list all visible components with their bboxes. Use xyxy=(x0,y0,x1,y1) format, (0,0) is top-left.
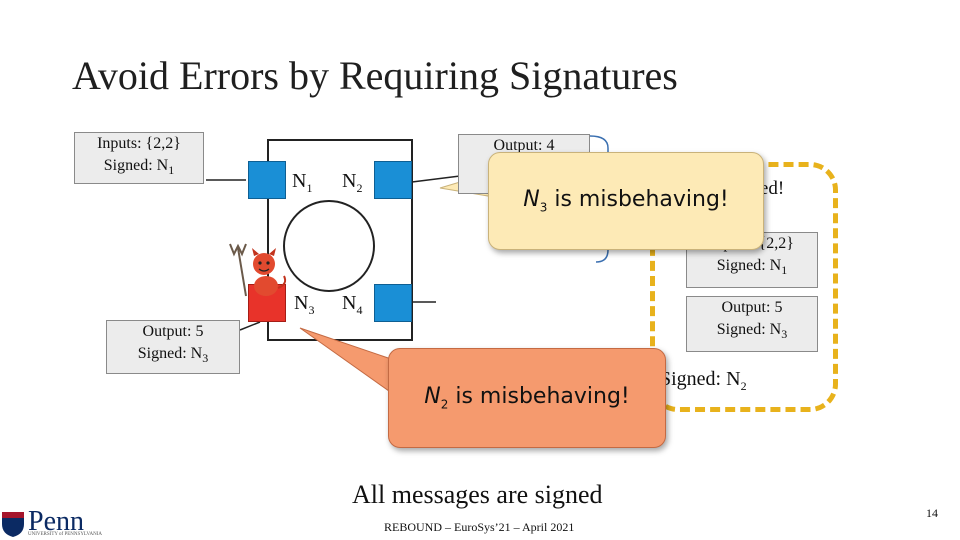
network-frame xyxy=(267,139,413,341)
citation: REBOUND – EuroSys’21 – April 2021 xyxy=(384,520,575,534)
node-n1 xyxy=(248,161,286,199)
output-box-left-line2: Signed: N3 xyxy=(137,345,209,366)
slide-title: Avoid Errors by Requiring Signatures xyxy=(72,53,678,98)
bubble-n3-misbehaving: N3 is misbehaving! xyxy=(488,152,764,250)
node-n4-label: N4 xyxy=(342,292,363,317)
input-box-right-line2: Signed: N1 xyxy=(716,257,788,278)
signed-n2-text: Signed: N2 xyxy=(660,368,747,393)
input-box-left-line1: Inputs: {2,2} xyxy=(97,135,181,152)
output-box-left-line1: Output: 5 xyxy=(142,323,204,340)
output-box-right-line1: Output: 5 xyxy=(721,299,783,316)
ring-connector xyxy=(283,200,375,292)
input-box-left: Inputs: {2,2} Signed: N1 xyxy=(74,132,204,184)
node-n3-label: N3 xyxy=(294,292,315,317)
penn-logo-text: Penn xyxy=(28,506,84,537)
node-n4 xyxy=(374,284,412,322)
bubble-bottom-tail xyxy=(299,327,401,397)
output-box-top-line1: Output: 4 xyxy=(493,137,555,154)
node-n2 xyxy=(374,161,412,199)
node-n2-label: N2 xyxy=(342,170,363,195)
footer-caption: All messages are signed xyxy=(352,480,603,509)
node-n1-label: N1 xyxy=(292,170,313,195)
page-number: 14 xyxy=(926,506,938,520)
output-box-right-line2: Signed: N3 xyxy=(716,321,788,342)
penn-logo-subtext: UNIVERSITY of PENNSYLVANIA xyxy=(28,532,102,537)
output-box-right: Output: 5 Signed: N3 xyxy=(686,296,818,352)
devil-icon xyxy=(229,243,287,297)
n2-connector xyxy=(411,175,461,183)
penn-shield-icon xyxy=(2,512,24,537)
output-box-left: Output: 5 Signed: N3 xyxy=(106,320,240,374)
bubble-n2-misbehaving: N2 is misbehaving! xyxy=(388,348,666,448)
output-connector xyxy=(239,321,261,331)
input-box-left-line2: Signed: N1 xyxy=(103,157,175,178)
